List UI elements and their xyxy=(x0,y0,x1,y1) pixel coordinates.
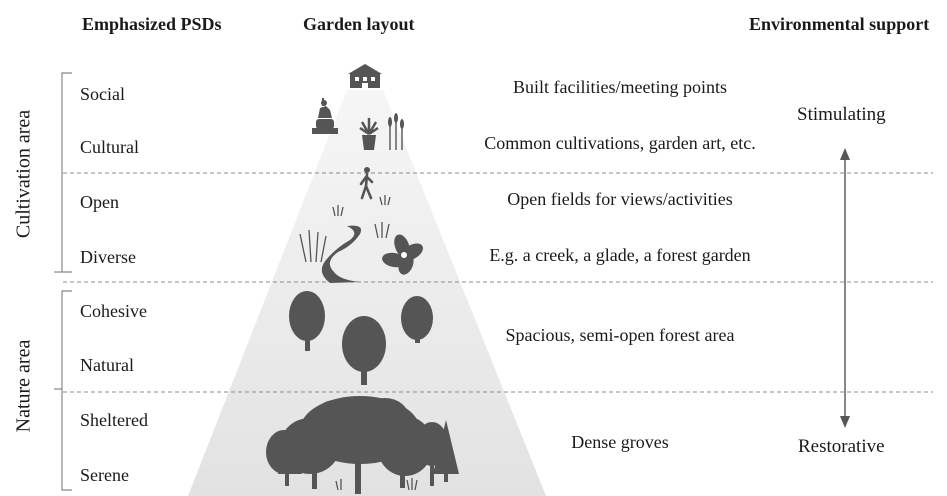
restorative-label: Restorative xyxy=(798,436,885,457)
layout-description: Built facilities/meeting points xyxy=(513,77,727,97)
psd-label: Diverse xyxy=(80,247,136,267)
psd-label: Sheltered xyxy=(80,410,148,430)
statue-icon xyxy=(312,98,338,134)
layout-description: Dense groves xyxy=(571,432,669,452)
env-header: Environmental support xyxy=(749,14,930,34)
tree-icons xyxy=(289,291,433,385)
walker-icon xyxy=(359,167,374,200)
psd-label: Open xyxy=(80,192,119,212)
layout-description: Open fields for views/activities xyxy=(507,189,733,209)
double-arrow-icon xyxy=(840,148,850,428)
nature-bracket xyxy=(61,290,72,491)
layout-description: Common cultivations, garden art, etc. xyxy=(484,133,756,153)
forest-icon xyxy=(266,396,459,494)
cultivation-bracket xyxy=(61,72,72,273)
psd-label: Natural xyxy=(80,355,134,375)
psd-label: Cohesive xyxy=(80,301,147,321)
plant-icons xyxy=(359,113,404,150)
nature-area-label: Nature area xyxy=(12,339,35,433)
garden-cone xyxy=(188,90,546,496)
psds-header: Emphasized PSDs xyxy=(82,14,222,34)
layout-header: Garden layout xyxy=(303,14,415,34)
stimulating-label: Stimulating xyxy=(797,104,886,125)
psd-label: Cultural xyxy=(80,137,139,157)
cultivation-area-label: Cultivation area xyxy=(12,109,35,239)
layout-description: Spacious, semi-open forest area xyxy=(505,325,735,345)
flower-icon xyxy=(382,234,423,275)
psd-label: Serene xyxy=(80,465,129,485)
house-icon xyxy=(348,64,382,88)
grass-icons xyxy=(299,195,418,491)
creek-icon xyxy=(321,225,362,283)
layout-description: E.g. a creek, a glade, a forest garden xyxy=(489,245,751,265)
psd-label: Social xyxy=(80,84,125,104)
